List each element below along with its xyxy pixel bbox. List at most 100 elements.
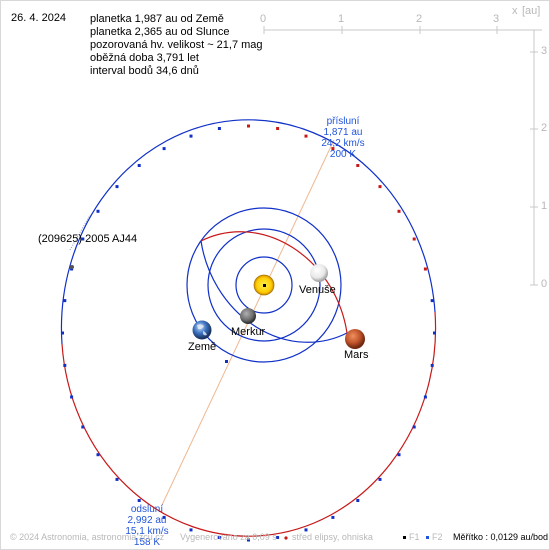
orbit-point [412,425,416,429]
mercury-icon [240,308,256,324]
orbit-point [137,499,141,502]
orbit-point [378,185,382,189]
earth-orbit [186,207,342,363]
perihelion-info: přísluní 1,871 au 24,2 km/s 200 K [308,116,378,160]
x-tick-0: 0 [260,13,267,25]
y-tick-0: 0 [541,278,548,290]
info-panel: planetka 1,987 au od Země planetka 2,365… [90,13,263,78]
ellipse-center-marker [225,360,228,363]
unit-label: [au] [522,5,541,17]
info-distance-earth: planetka 1,987 au od Země [90,13,224,25]
y-tick-1: 1 [541,200,548,212]
orbit-point [63,299,67,303]
mercury-orbit [235,256,293,314]
orbit-point [217,536,221,539]
orbit-point [162,515,166,519]
y-axis-ticks [530,51,538,286]
orbit-point [304,134,308,138]
y-tick-2: 2 [541,122,548,134]
orbit-point [356,499,360,502]
asteroid-trail [69,214,91,251]
footer-copyright: © 2024 Astronomia, astronomia.zcu.cz [10,532,165,542]
mercury-label: Merkur [231,326,266,338]
x-axis-ticks [263,26,498,34]
orbit-point [433,331,436,335]
footer-f2: F2 [432,532,443,542]
asteroid-orbit-north [61,311,437,537]
venus-orbit [207,228,321,342]
f2-legend-marker [426,536,429,539]
ellipse-center-legend-dot [284,536,288,540]
x-tick-3: 3 [493,13,500,25]
orbit-point [276,127,280,130]
asteroid-orbit-points [61,124,436,542]
orbit-point [137,164,141,167]
orbit-point [356,164,360,167]
orbit-point [189,528,193,532]
orbit-point [423,267,427,271]
orbit-point [247,124,250,128]
orbit-point [331,147,335,151]
info-period: oběžná doba 3,791 let [90,52,199,64]
earth-label: Země [188,341,217,353]
date-label: 26. 4. 2024 [11,12,67,24]
orbit-point [412,237,416,241]
orbit-point [162,147,166,151]
orbit-point [81,237,85,241]
x-tick-2: 2 [416,13,423,25]
mars-icon [345,329,365,349]
perihelion-title: přísluní [326,116,360,127]
footer-ellipse-center: střed elipsy, ohniska [292,532,373,542]
footer-f1: F1 [409,532,420,542]
orbit-point [397,209,401,213]
orbit-point [304,528,308,532]
y-tick-3: 3 [541,45,548,57]
orbit-point [423,395,427,399]
mars-orbit-south [200,240,348,343]
perihelion-temperature: 200 K [329,149,357,160]
x-axis-label: x [512,5,518,17]
orbit-point [378,477,382,481]
orbit-point [430,363,434,367]
orbit-point [63,363,67,367]
asteroid-orbit-south [60,119,436,345]
footer-scale: Měřítko : 0,0129 au/bod [453,532,549,542]
orbit-point [397,453,401,457]
asteroid-name: (209625) 2005 AJ44 [38,233,138,245]
info-magnitude: pozorovaná hv. velikost ~ 21,7 mag [90,39,263,51]
orbit-point [96,209,100,213]
orbit-point [70,395,74,399]
orbit-point [217,127,221,130]
x-tick-1: 1 [338,13,345,25]
earth-icon [192,320,212,340]
f1-legend-marker [403,536,406,539]
info-point-interval: interval bodů 34,6 dnů [90,65,199,77]
perihelion-distance: 1,871 au [323,127,363,138]
orbit-point [96,453,100,457]
orbit-point [189,134,193,138]
orbit-point [81,425,85,429]
orbit-point [70,267,74,271]
orbit-point [115,477,119,481]
orbit-point [115,185,119,189]
aphelion-title: odsluní [130,504,164,515]
aphelion-speed: 15,1 km/s [125,526,169,537]
venus-icon [310,264,328,282]
orbit-point [430,299,434,303]
asteroid-marker [70,265,74,269]
sun-icon [253,274,275,296]
footer-generated: Vygenerováno za 0,09 s [180,532,277,542]
venus-label: Venuše [299,284,336,296]
aphelion-info: odsluní 2,992 au 15,1 km/s 158 K [112,504,182,548]
perihelion-speed: 24,2 km/s [321,138,365,149]
info-distance-sun: planetka 2,365 au od Slunce [90,26,230,38]
aphelion-distance: 2,992 au [127,515,167,526]
orbit-point [331,515,335,519]
mars-orbit-north [200,231,348,334]
mars-label: Mars [344,349,369,361]
orbit-point [247,538,250,542]
orbit-point [276,536,280,539]
aphelion-temperature: 158 K [133,537,161,548]
